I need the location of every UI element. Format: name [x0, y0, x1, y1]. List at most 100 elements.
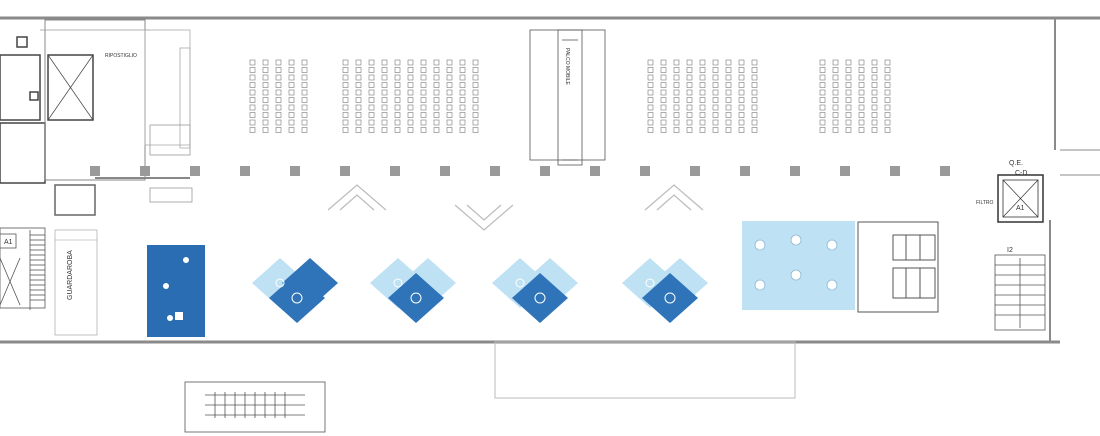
pillar — [90, 166, 100, 176]
chair — [262, 74, 269, 81]
pillar — [840, 166, 850, 176]
chair — [871, 127, 878, 133]
chair — [368, 119, 375, 126]
chair — [275, 104, 282, 111]
chair — [459, 127, 466, 133]
chair — [660, 59, 667, 66]
pillar — [490, 166, 500, 176]
chair — [712, 97, 719, 103]
chair — [381, 82, 388, 88]
chair — [472, 112, 479, 118]
chair — [355, 127, 362, 133]
chair — [647, 97, 654, 103]
chair — [394, 119, 401, 126]
right-stair — [994, 254, 1046, 331]
chair — [446, 67, 453, 73]
chair — [725, 59, 732, 66]
chair — [686, 74, 693, 81]
chair — [686, 127, 693, 133]
chair — [459, 74, 466, 81]
chair — [407, 97, 414, 103]
chair — [288, 127, 295, 133]
chair — [420, 82, 427, 88]
chair — [342, 119, 349, 126]
left-stair — [0, 227, 46, 310]
chair — [699, 119, 706, 126]
chair — [368, 59, 375, 66]
chair — [394, 59, 401, 66]
chair — [342, 97, 349, 103]
chair — [845, 67, 852, 73]
chair — [355, 97, 362, 103]
chair — [738, 104, 745, 111]
chair — [686, 119, 693, 126]
chair — [832, 127, 839, 133]
chair — [832, 67, 839, 73]
chair — [355, 59, 362, 66]
chair — [275, 74, 282, 81]
chair — [858, 59, 865, 66]
chair — [660, 74, 667, 81]
chair — [275, 127, 282, 133]
chair — [433, 67, 440, 73]
chair — [446, 112, 453, 118]
chair — [699, 127, 706, 133]
chair — [751, 119, 758, 126]
chair — [819, 119, 826, 126]
chair — [446, 59, 453, 66]
chair — [738, 74, 745, 81]
chair — [845, 97, 852, 103]
chair — [738, 119, 745, 126]
chair — [647, 82, 654, 88]
chair — [712, 89, 719, 96]
chair — [420, 59, 427, 66]
chair — [249, 74, 256, 81]
chair — [647, 67, 654, 73]
a1-right-label: A1 — [1016, 205, 1025, 212]
pillar — [290, 166, 300, 176]
chair — [420, 74, 427, 81]
chair — [832, 59, 839, 66]
chair — [420, 127, 427, 133]
chair — [342, 104, 349, 111]
chair — [288, 74, 295, 81]
chair — [249, 119, 256, 126]
chair — [301, 67, 308, 73]
chair — [673, 97, 680, 103]
chair — [472, 82, 479, 88]
chair — [832, 112, 839, 118]
chair — [673, 82, 680, 88]
chair — [249, 97, 256, 103]
chair — [459, 82, 466, 88]
chair — [249, 59, 256, 66]
chair — [699, 82, 706, 88]
chair — [819, 127, 826, 133]
chair — [288, 67, 295, 73]
chair — [858, 127, 865, 133]
chair — [446, 82, 453, 88]
chair — [725, 67, 732, 73]
chair — [472, 127, 479, 133]
bottom-stair — [184, 381, 326, 433]
chair — [433, 74, 440, 81]
chair — [832, 97, 839, 103]
blue-room — [147, 245, 205, 337]
chair — [433, 127, 440, 133]
chair — [858, 82, 865, 88]
chair — [660, 97, 667, 103]
pod-3 — [492, 258, 578, 323]
chair — [394, 89, 401, 96]
chair — [660, 104, 667, 111]
chair — [368, 127, 375, 133]
chair — [368, 104, 375, 111]
chair — [394, 74, 401, 81]
chair — [433, 89, 440, 96]
chair — [262, 119, 269, 126]
chair — [407, 112, 414, 118]
guardaroba-label: GUARDAROBA — [67, 250, 74, 300]
chair — [845, 112, 852, 118]
chair — [288, 104, 295, 111]
chair — [819, 67, 826, 73]
chair — [673, 127, 680, 133]
chair — [394, 112, 401, 118]
